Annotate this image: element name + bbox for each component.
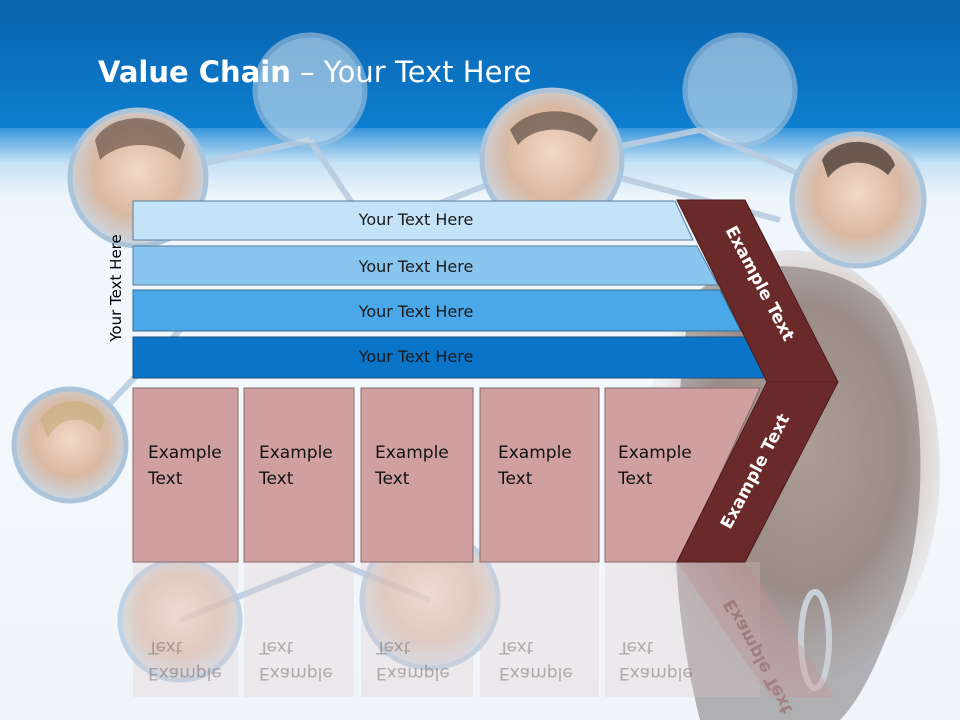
box-2: [243, 387, 355, 563]
reflection-text-9: Example: [499, 663, 573, 683]
reflection-text-4: Text: [498, 637, 534, 657]
box-4-line1: Example: [498, 443, 572, 463]
box-1-line1: Example: [148, 443, 222, 463]
bar-1-label: Your Text Here: [358, 210, 474, 229]
box-5-line1: Example: [618, 443, 692, 463]
chevron-arrow: [676, 199, 839, 563]
box-2-line1: Example: [259, 443, 333, 463]
chevron-group: Example Text Example Text: [676, 199, 839, 563]
box-4-line2: Text: [497, 469, 533, 489]
header-band: [0, 0, 960, 128]
box-4: [479, 387, 600, 563]
title-bold: Value Chain: [98, 55, 291, 89]
reflection-text-7: Example: [259, 663, 333, 683]
reflection-text-5: Text: [618, 637, 654, 657]
bar-4-label: Your Text Here: [358, 347, 474, 366]
reflection-text-6: Example: [148, 663, 222, 683]
bar-3: [132, 289, 742, 332]
reflection-text-1: Text: [147, 637, 183, 657]
box-reflection-3: [361, 562, 473, 697]
bar-3-label: Your Text Here: [358, 302, 474, 321]
box-3-line2: Text: [374, 469, 410, 489]
box-2-line2: Text: [258, 469, 294, 489]
bar-1: [132, 200, 694, 241]
title-rest: – Your Text Here: [290, 55, 532, 89]
box-3: [360, 387, 474, 563]
bar-2-label: Your Text Here: [358, 257, 474, 276]
bars-group: Your Text Here Your Text Here Your Text …: [132, 200, 766, 379]
bar-2: [132, 245, 719, 286]
reflection-text-3: Text: [375, 637, 411, 657]
box-1-line2: Text: [147, 469, 183, 489]
box-3-line1: Example: [375, 443, 449, 463]
reflection-text-2: Text: [258, 637, 294, 657]
box-5-line2: Text: [617, 469, 653, 489]
box-reflection-1: [133, 562, 238, 697]
reflection-text-8: Example: [376, 663, 450, 683]
reflection-text-10: Example: [619, 663, 693, 683]
page-title: Value Chain – Your Text Here: [98, 55, 532, 89]
box-reflection-5: [605, 562, 760, 697]
reflection: Text Text Text Text Text Example Example…: [133, 562, 835, 717]
box-reflection-2: [244, 562, 354, 697]
chevron-reflection: [677, 562, 835, 697]
boxes-group: Example Text Example Text Example Text E…: [132, 387, 761, 563]
box-1: [132, 387, 239, 563]
box-reflection-4: [480, 562, 599, 697]
